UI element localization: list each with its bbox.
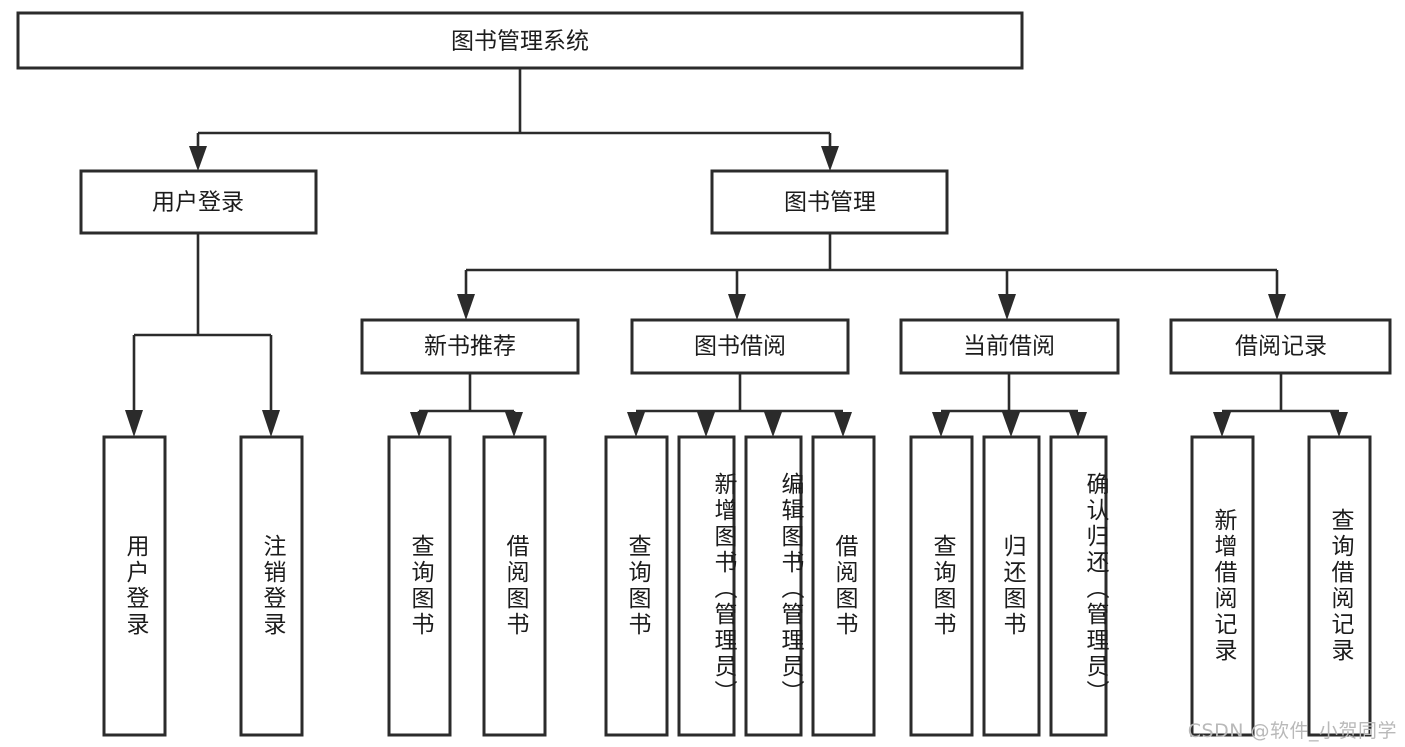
node-leaf-add-book-box[interactable]: [677, 435, 736, 737]
node-leaf-query-book-current-box[interactable]: [909, 435, 974, 737]
node-leaf-add-borrow-record-box[interactable]: [1190, 435, 1255, 737]
node-borrow-record-box[interactable]: [1169, 318, 1392, 375]
node-current-borrow[interactable]: 当前借阅: [899, 318, 1120, 375]
node-leaf-edit-book-box[interactable]: [744, 435, 803, 737]
node-book-borrow-box[interactable]: [630, 318, 850, 375]
arrow-head-book-manage: [821, 146, 839, 171]
node-root-label: 图书管理系统: [451, 29, 589, 55]
arrow-head-current-borrow: [998, 294, 1016, 320]
node-leaf-borrow-book-box[interactable]: [811, 435, 876, 737]
node-current-borrow-label: 当前借阅: [963, 334, 1055, 360]
arrow-head-leaf-confirm-return: [1069, 412, 1087, 437]
arrow-head-leaf-add-borrow-record: [1213, 412, 1231, 437]
connector-layer: [125, 68, 1348, 437]
watermark-text: CSDN @软件_小贺同学: [1187, 720, 1397, 742]
node-leaf-query-book-recommend-box[interactable]: [387, 435, 452, 737]
arrow-head-leaf-query-book-recommend: [410, 412, 428, 437]
node-user-login[interactable]: 用户登录: [79, 169, 318, 235]
arrow-head-user-login: [189, 146, 207, 171]
arrow-head-leaf-query-book-borrow: [627, 412, 645, 437]
arrow-head-leaf-borrow-book-recommend: [505, 412, 523, 437]
node-root[interactable]: 图书管理系统: [16, 11, 1024, 70]
node-leaf-borrow-book-recommend-box[interactable]: [482, 435, 547, 737]
node-user-login-label: 用户登录: [152, 190, 244, 216]
node-book-manage[interactable]: 图书管理: [710, 169, 949, 235]
leaf-box-layer: [102, 435, 1372, 737]
node-borrow-record-label: 借阅记录: [1235, 334, 1327, 360]
node-new-book-recommend[interactable]: 新书推荐: [360, 318, 580, 375]
node-user-login-box[interactable]: [79, 169, 318, 235]
arrow-head-leaf-return-book: [1002, 412, 1020, 437]
node-new-book-recommend-label: 新书推荐: [424, 334, 516, 360]
node-leaf-user-login-box[interactable]: [102, 435, 167, 737]
node-leaf-query-borrow-record-box[interactable]: [1307, 435, 1372, 737]
node-book-borrow-label: 图书借阅: [694, 334, 786, 360]
node-leaf-return-book-box[interactable]: [982, 435, 1041, 737]
arrow-head-leaf-query-borrow-record: [1330, 412, 1348, 437]
arrow-head-leaf-borrow-book: [834, 412, 852, 437]
node-borrow-record[interactable]: 借阅记录: [1169, 318, 1392, 375]
arrow-head-new-book-recommend: [457, 294, 475, 320]
node-book-manage-label: 图书管理: [784, 190, 876, 216]
node-new-book-recommend-box[interactable]: [360, 318, 580, 375]
node-root-box[interactable]: [16, 11, 1024, 70]
arrow-head-book-borrow: [728, 294, 746, 320]
arrow-head-leaf-edit-book: [764, 412, 782, 437]
arrow-head-leaf-add-book: [697, 412, 715, 437]
node-book-manage-box[interactable]: [710, 169, 949, 235]
arrow-head-leaf-user-login: [125, 410, 143, 437]
arrow-head-borrow-record: [1268, 294, 1286, 320]
node-book-borrow[interactable]: 图书借阅: [630, 318, 850, 375]
node-leaf-logout-box[interactable]: [239, 435, 304, 737]
node-leaf-confirm-return-box[interactable]: [1049, 435, 1108, 737]
arrow-head-leaf-query-book-current: [932, 412, 950, 437]
node-current-borrow-box[interactable]: [899, 318, 1120, 375]
arrow-head-leaf-logout: [262, 410, 280, 437]
node-leaf-query-book-borrow-box[interactable]: [604, 435, 669, 737]
